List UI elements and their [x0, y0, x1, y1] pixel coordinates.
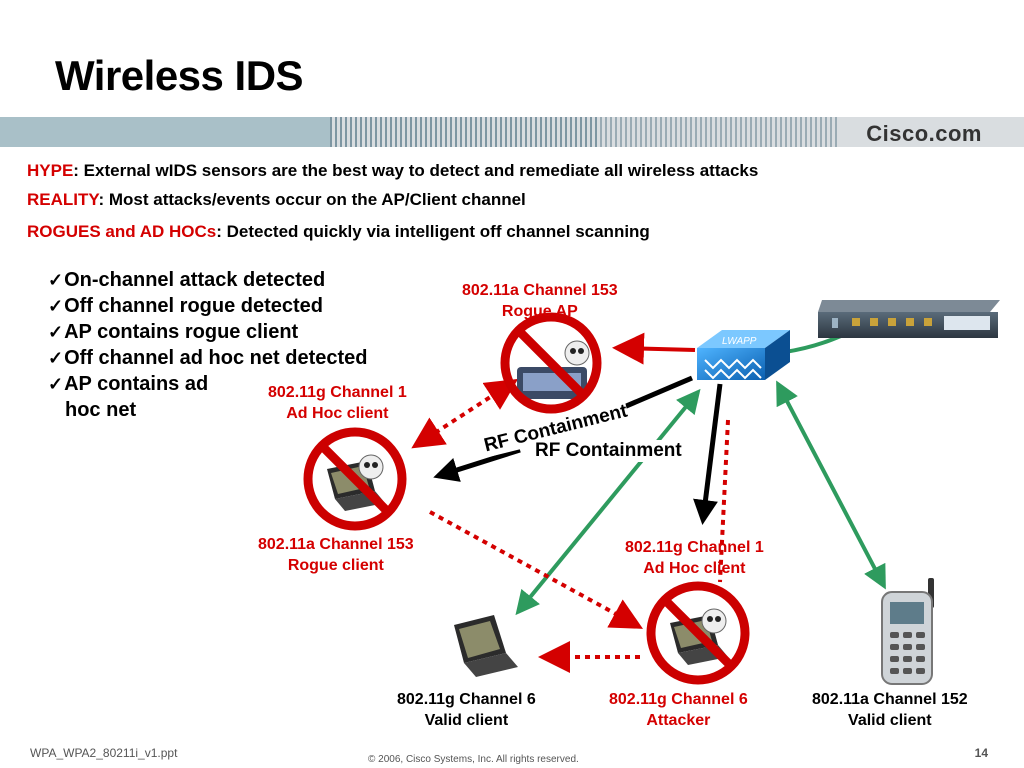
- containment-arrow: [693, 383, 723, 525]
- checklist-text: Off channel ad hoc net detected: [64, 347, 368, 369]
- footer-filename: WPA_WPA2_80211i_v1.ppt: [30, 746, 178, 760]
- checklist-item: ✓Off channel rogue detected: [48, 293, 367, 319]
- checkmark-icon: ✓: [48, 322, 64, 342]
- detection-arrow: [612, 332, 696, 365]
- checklist-item: ✓AP contains ad: [48, 371, 367, 397]
- lwapp-access-point-icon: LWAPP: [697, 330, 790, 380]
- wireless-phone-icon: [881, 578, 934, 685]
- brand-logo: Cisco.com: [866, 121, 982, 146]
- adhoc-laptop-prohibited-icon: [303, 427, 407, 531]
- checklist-item: hoc net: [48, 397, 367, 423]
- slide-title: Wireless IDS: [55, 52, 304, 99]
- statement-rogues: ROGUES and AD HOCs: Detected quickly via…: [27, 222, 650, 242]
- attack-link: [718, 419, 730, 583]
- attack-link: [429, 510, 644, 629]
- checklist-text: AP contains ad: [64, 373, 209, 395]
- statement-reality: REALITY: Most attacks/events occur on th…: [27, 190, 526, 210]
- checklist-item: ✓AP contains rogue client: [48, 319, 367, 345]
- checklist-text: On-channel attack detected: [64, 269, 326, 291]
- detection-checklist: ✓On-channel attack detected ✓Off channel…: [48, 267, 367, 423]
- checkmark-icon: ✓: [48, 296, 64, 316]
- footer-copyright: © 2006, Cisco Systems, Inc. All rights r…: [368, 754, 579, 765]
- statement-text: : Detected quickly via intelligent off c…: [216, 222, 650, 241]
- checkmark-icon: ✓: [48, 270, 64, 290]
- page-number: 14: [974, 746, 988, 760]
- rf-containment-label: RF Containment: [532, 440, 685, 462]
- checklist-text: AP contains rogue client: [64, 321, 299, 343]
- header-banner: [0, 117, 1024, 147]
- wireless-controller-icon: [818, 300, 1000, 338]
- ap-label: LWAPP: [722, 336, 757, 347]
- statement-keyword: REALITY: [27, 190, 99, 209]
- checklist-item: ✓Off channel ad hoc net detected: [48, 345, 367, 371]
- rogue-ap-prohibited-icon: [500, 312, 602, 414]
- checklist-text: Off channel rogue detected: [64, 295, 324, 317]
- checkmark-icon: ✓: [48, 348, 64, 368]
- statement-text: : Most attacks/events occur on the AP/Cl…: [98, 190, 526, 209]
- checkmark-icon: ✓: [48, 374, 64, 394]
- statement-text: : External wIDS sensors are the best way…: [73, 161, 759, 180]
- checklist-text: hoc net: [65, 399, 137, 421]
- attacker-laptop-prohibited-icon: [646, 581, 750, 685]
- valid-link: [776, 380, 886, 590]
- containment-arrow: [433, 447, 521, 482]
- checklist-item: ✓On-channel attack detected: [48, 267, 367, 293]
- statement-keyword: HYPE: [27, 161, 74, 180]
- statement-hype: HYPE: External wIDS sensors are the best…: [27, 161, 758, 181]
- statement-keyword: ROGUES and AD HOCs: [27, 222, 217, 241]
- valid-laptop-icon: [454, 615, 518, 677]
